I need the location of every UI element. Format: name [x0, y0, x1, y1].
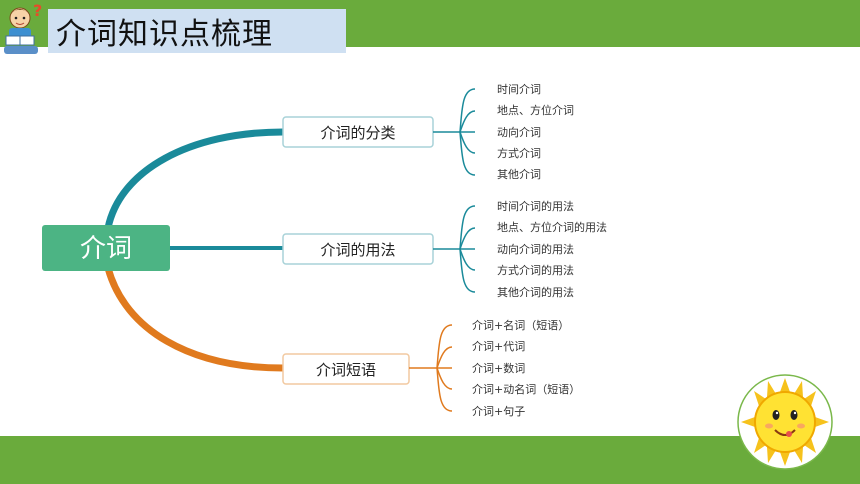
leaf-1-3: 动向介词 — [497, 125, 541, 139]
branch-node-3 — [282, 353, 410, 385]
branch-label-1: 介词的分类 — [320, 124, 395, 142]
page-title: 介词知识点梳理 — [56, 17, 273, 52]
root-label: 介词 — [80, 234, 132, 264]
leaf-2-3: 动向介词的用法 — [497, 242, 574, 256]
title-box: 介词知识点梳理 — [48, 9, 346, 53]
leaf-3-5: 介词+句子 — [472, 405, 525, 418]
leaf-2-1: 时间介词的用法 — [497, 199, 574, 213]
leaf-2-4: 方式介词的用法 — [497, 263, 574, 277]
leaf-2-5: 其他介词的用法 — [497, 285, 574, 299]
smiling-sun-icon — [737, 374, 833, 470]
leaf-3-3: 介词+数词 — [472, 362, 525, 375]
leaf-1-1: 时间介词 — [497, 83, 541, 96]
svg-text:?: ? — [33, 1, 42, 20]
leaf-2-2: 地点、方位介词的用法 — [497, 220, 607, 234]
bottom-banner — [0, 436, 860, 484]
mindmap-diagram: 介词 介词的分类 时间介词 地点、方位介词 动向介词 方式介词 其他介词 介词的… — [42, 83, 607, 418]
leaf-3-2: 介词+代词 — [472, 340, 525, 353]
root-node — [42, 225, 170, 271]
leaf-1-2: 地点、方位介词 — [497, 103, 574, 117]
branch-label-2: 介词的用法 — [320, 241, 395, 259]
branch-label-3: 介词短语 — [316, 361, 376, 379]
branch-connector-1 — [104, 128, 284, 229]
leaf-1-5: 其他介词 — [497, 168, 541, 181]
leaf-1-4: 方式介词 — [497, 146, 541, 160]
leaf-3-1: 介词+名词（短语） — [472, 318, 569, 332]
branch-connector-3 — [104, 267, 284, 372]
student-reading-icon: ? — [4, 1, 42, 54]
leaf-3-4: 介词+动名词（短语） — [472, 382, 580, 396]
